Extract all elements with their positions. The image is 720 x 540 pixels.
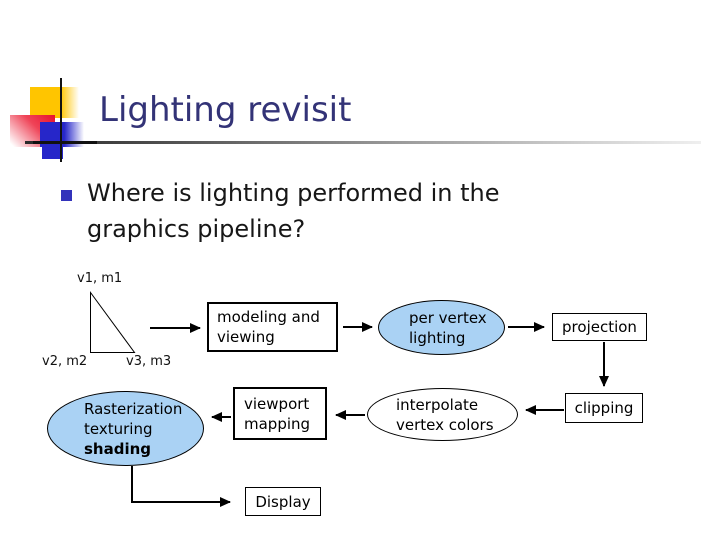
decoration-horizontal-line bbox=[33, 141, 97, 144]
node-rasterization-line2: texturing bbox=[84, 419, 153, 438]
decoration-blue-square-lower bbox=[42, 147, 63, 159]
node-viewport-line2: mapping bbox=[244, 414, 311, 433]
triangle-shape bbox=[90, 290, 136, 353]
node-viewport-mapping: viewport mapping bbox=[233, 387, 327, 440]
node-interpolate-vertex-colors: interpolate vertex colors bbox=[367, 388, 518, 441]
node-modeling-line2: viewing bbox=[217, 328, 275, 346]
node-modeling-line1: modeling and bbox=[217, 308, 320, 326]
node-clipping: clipping bbox=[565, 393, 643, 423]
arrow-rasterization-to-display bbox=[131, 466, 231, 507]
node-display: Display bbox=[245, 487, 321, 516]
node-modeling-viewing: modeling and viewing bbox=[207, 302, 338, 352]
node-viewport-line1: viewport bbox=[244, 394, 310, 413]
vertex-label-v3: v3, m3 bbox=[126, 354, 172, 369]
bullet-question-line2: graphics pipeline? bbox=[87, 215, 306, 243]
decoration-vertical-line bbox=[60, 78, 62, 162]
node-interpolate-line2: vertex colors bbox=[396, 415, 494, 434]
bullet-square-icon bbox=[61, 190, 72, 201]
node-projection: projection bbox=[552, 313, 647, 341]
node-display-label: Display bbox=[255, 492, 311, 511]
bullet-question: Where is lighting performed in the graph… bbox=[87, 175, 607, 247]
node-rasterization-texturing-shading: Rasterization texturing shading bbox=[47, 391, 204, 466]
vertex-label-v1: v1, m1 bbox=[77, 271, 123, 286]
node-rasterization-line3: shading bbox=[84, 439, 152, 458]
bullet-question-line1: Where is lighting performed in the bbox=[87, 179, 500, 207]
node-interpolate-line1: interpolate bbox=[396, 395, 479, 414]
node-projection-label: projection bbox=[562, 318, 637, 336]
node-pervertex-line2: lighting bbox=[409, 328, 466, 347]
decoration-yellow-square bbox=[30, 87, 79, 118]
node-per-vertex-lighting: per vertex lighting bbox=[378, 300, 505, 355]
vertex-label-v2: v2, m2 bbox=[42, 354, 88, 369]
node-rasterization-line1: Rasterization bbox=[84, 399, 183, 418]
title-divider-line bbox=[25, 141, 701, 144]
node-clipping-label: clipping bbox=[574, 399, 634, 417]
node-pervertex-line1: per vertex bbox=[409, 308, 487, 327]
slide-title: Lighting revisit bbox=[99, 90, 352, 130]
